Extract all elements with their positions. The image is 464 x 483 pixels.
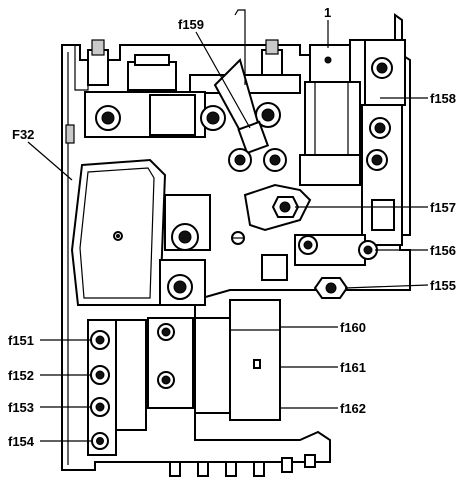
label-f161: f161 [340, 360, 366, 375]
label-1: 1 [324, 5, 331, 20]
fuse-f157-component [243, 183, 312, 232]
top-connector-left [87, 39, 177, 91]
leader-lines [27, 20, 429, 442]
label-f153: f153 [8, 400, 34, 415]
fuse-f156-component [261, 234, 378, 281]
label-f157: f157 [430, 200, 456, 215]
label-f160: f160 [340, 320, 366, 335]
small-fuse-column [87, 319, 147, 456]
right-fuse-column [361, 39, 406, 246]
relay-1 [299, 44, 361, 186]
label-f152: f152 [8, 368, 34, 383]
label-f154: f154 [8, 434, 35, 449]
middle-bolt-stack [159, 194, 245, 306]
label-f158: f158 [430, 91, 456, 106]
fuse-f159-component [213, 9, 287, 172]
bottom-connector-pins [169, 454, 316, 477]
busbar-left [84, 91, 281, 138]
label-f159: f159 [178, 17, 204, 32]
fuse-f160-f162-block [147, 299, 281, 421]
fuse-f155-component [313, 277, 349, 299]
label-f162: f162 [340, 401, 366, 416]
label-f151: f151 [8, 333, 34, 348]
label-f155: f155 [430, 278, 456, 293]
label-f156: f156 [430, 243, 456, 258]
label-f32: F32 [12, 127, 34, 142]
